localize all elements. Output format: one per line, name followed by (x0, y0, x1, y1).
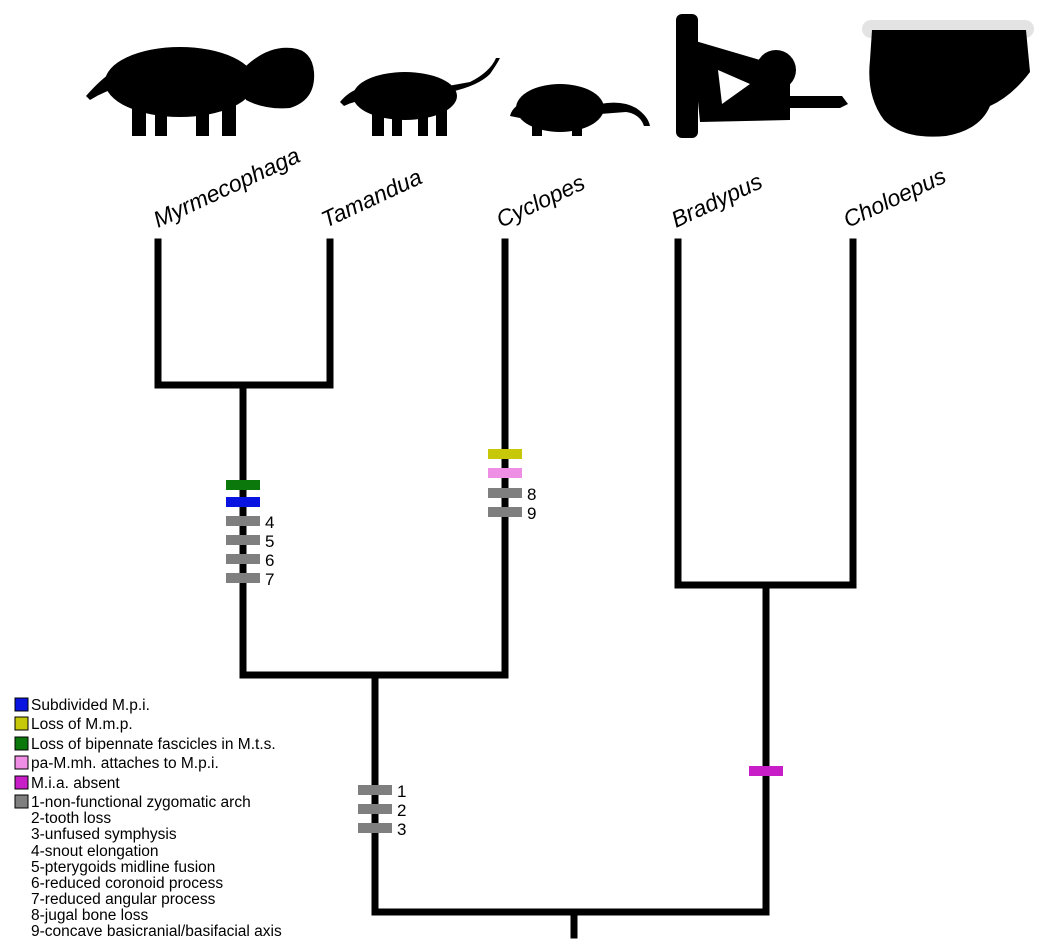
marker-gray-9 (488, 507, 522, 517)
legend-item-label: pa-M.mh. attaches to M.p.i. (31, 755, 219, 772)
legend-item-label: Loss of bipennate fascicles in M.t.s. (31, 736, 276, 753)
legend-item-label: Subdivided M.p.i. (31, 697, 150, 714)
marker-magenta (749, 766, 783, 776)
legend-item-label: Loss of M.m.p. (31, 716, 133, 733)
marker-number-2: 2 (397, 801, 406, 820)
marker-green (226, 480, 260, 490)
marker-gray-4 (226, 516, 260, 526)
marker-number-8: 8 (527, 485, 536, 504)
legend-item-label: M.i.a. absent (31, 775, 120, 792)
branch-root (371, 581, 770, 916)
marker-gray-3 (358, 823, 392, 833)
marker-gray-1 (358, 785, 392, 795)
marker-gray-5 (226, 535, 260, 545)
legend-numbered-item: 4-snout elongation (31, 843, 159, 860)
marker-gray-6 (226, 554, 260, 564)
silky-anteater-silhouette (510, 84, 650, 136)
taxon-label-choloepus: Choloepus (839, 162, 950, 232)
two-toed-sloth-silhouette (862, 20, 1034, 137)
marker-blue (226, 497, 260, 507)
three-toed-sloth-silhouette (676, 14, 848, 138)
legend-item-label: 1-non-functional zygomatic arch (31, 794, 251, 811)
branch-vermilingua (239, 238, 509, 679)
marker-number-4: 4 (265, 513, 274, 532)
marker-gray-2 (358, 804, 392, 814)
taxon-label-bradypus: Bradypus (667, 168, 767, 233)
giant-anteater-silhouette (86, 47, 315, 136)
branch-myrmecophaga-tamandua (154, 238, 334, 389)
marker-gray-7 (226, 573, 260, 583)
marker-number-9: 9 (527, 504, 536, 523)
marker-number-6: 6 (265, 551, 274, 570)
taxon-label-cyclopes: Cyclopes (492, 169, 589, 233)
branch-sloths (674, 238, 857, 589)
legend-swatch-yellow (14, 716, 29, 731)
marker-number-3: 3 (397, 820, 406, 839)
marker-number-1: 1 (397, 782, 406, 801)
legend-swatch-gray (14, 794, 29, 809)
legend-numbered-item: 3-unfused symphysis (31, 826, 177, 843)
legend-numbered-item: 2-tooth loss (31, 810, 111, 827)
legend-numbered-item: 5-pterygoids midline fusion (31, 859, 215, 876)
legend: Subdivided M.p.i. Loss of M.m.p. Loss of… (14, 697, 282, 940)
marker-yellow (488, 449, 522, 459)
legend-numbered-item: 8-jugal bone loss (31, 907, 148, 924)
legend-swatch-magenta (14, 775, 29, 790)
legend-swatch-blue (14, 697, 29, 712)
marker-number-5: 5 (265, 532, 274, 551)
legend-numbered-item: 9-concave basicranial/basifacial axis (31, 923, 282, 940)
marker-gray-8 (488, 488, 522, 498)
taxon-label-myrmecophaga: Myrmecophaga (149, 142, 304, 233)
legend-swatch-green (14, 736, 29, 751)
tamandua-silhouette (340, 58, 500, 136)
legend-numbered-item: 6-reduced coronoid process (31, 875, 223, 892)
legend-swatch-pink (14, 755, 29, 770)
marker-pink (488, 468, 522, 478)
marker-number-7: 7 (265, 570, 274, 589)
tree-branches (154, 238, 857, 939)
taxon-label-tamandua: Tamandua (317, 163, 426, 232)
legend-numbered-item: 7-reduced angular process (31, 891, 216, 908)
